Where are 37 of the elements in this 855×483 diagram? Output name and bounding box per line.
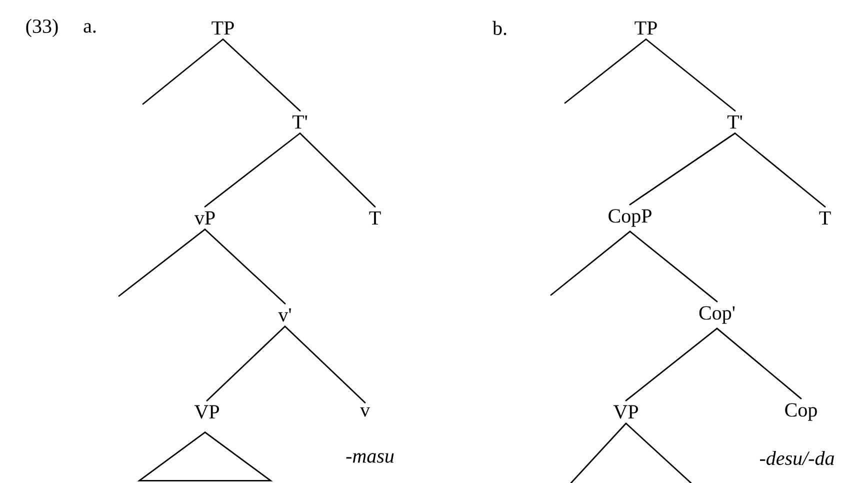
example-number: (33) [26, 18, 58, 38]
morpheme-label: -desu/-da [760, 450, 834, 466]
tree-node-label: vP [194, 211, 215, 225]
tree-branch [734, 132, 826, 208]
tree-node-label: TP [634, 21, 657, 35]
tree-node-label: VP [613, 405, 638, 419]
tree-branch [206, 326, 286, 402]
tree-node-label: Cop [785, 403, 817, 421]
tree-branch [564, 38, 647, 104]
tree-branch [204, 228, 286, 304]
tree-node-label: v' [278, 308, 291, 322]
tree-branch [716, 328, 802, 400]
tree-branch [570, 422, 627, 483]
tree-node-label: VP [194, 405, 219, 419]
tree-branch [645, 38, 736, 112]
tree-branch [625, 422, 692, 483]
tree-branch [625, 328, 718, 402]
tree-branch [118, 228, 206, 297]
morpheme-label: -masu [346, 453, 394, 463]
tree-node-label: T' [292, 115, 308, 129]
tree-branch [550, 230, 631, 296]
tree-branch [629, 230, 718, 302]
tree-branch [142, 38, 224, 105]
tree-node-label: Cop' [699, 306, 735, 324]
tree-branch [629, 132, 736, 206]
subexample-letter: b. [492, 20, 506, 36]
tree-node-label: CopP [608, 209, 652, 227]
tree-node-label: v [360, 407, 370, 417]
tree-branch [204, 132, 301, 208]
tree-branch [284, 326, 366, 404]
tree-node-label: T [369, 211, 381, 225]
tree-node-label: T [819, 211, 831, 225]
tree-branch [222, 38, 301, 112]
tree-branch [299, 132, 376, 208]
tree-node-label: TP [212, 21, 234, 35]
subexample-letter: a. [84, 23, 96, 33]
tree-node-label: T' [727, 115, 742, 129]
